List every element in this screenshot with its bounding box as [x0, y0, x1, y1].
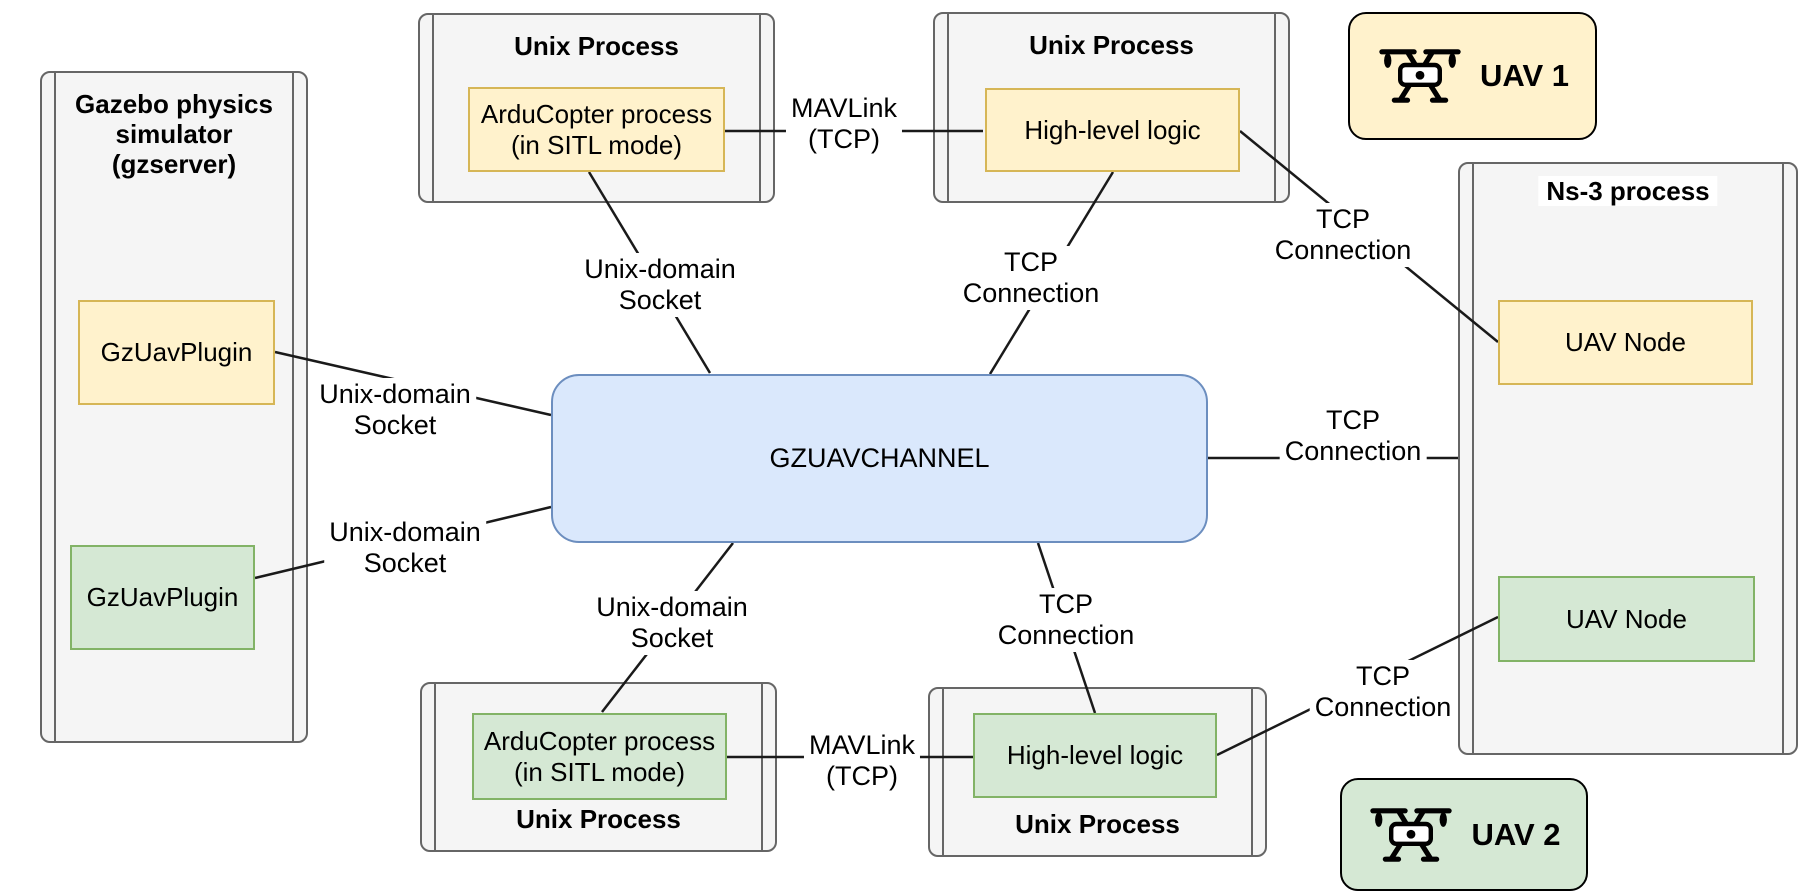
- edge-label-tcp-connection-1: TCP Connection: [957, 246, 1105, 310]
- edge-label-mavlink-tcp-top: MAVLink (TCP): [785, 92, 903, 156]
- container-title-unix-top-right: Unix Process: [1029, 30, 1194, 60]
- node-gzuavchannel-hub: GZUAVCHANNEL: [551, 374, 1208, 543]
- drone-icon: [1370, 807, 1453, 862]
- badge-uav-1: UAV 1: [1348, 12, 1597, 140]
- node-uav-node-2: UAV Node: [1498, 576, 1755, 662]
- edge-label-tcp-connection-2: TCP Connection: [1269, 203, 1417, 267]
- edge-label-unix-domain-socket-2: Unix-domain Socket: [314, 378, 476, 442]
- node-gzuavplugin-2: GzUavPlugin: [70, 545, 255, 650]
- container-title-ns3: Ns-3 process: [1538, 176, 1718, 206]
- node-arducopter-1: ArduCopter process (in SITL mode): [468, 87, 725, 172]
- container-title-unix-bottom-left: Unix Process: [516, 804, 681, 834]
- container-title-gazebo: Gazebo physics simulator (gzserver): [75, 89, 273, 179]
- container-title-unix-bottom-right: Unix Process: [1015, 809, 1180, 839]
- badge-uav-2: UAV 2: [1340, 778, 1588, 891]
- edge-label-mavlink-tcp-bottom: MAVLink (TCP): [803, 729, 921, 793]
- edge-label-tcp-connection-4: TCP Connection: [992, 588, 1140, 652]
- drone-icon: [1379, 49, 1461, 103]
- node-gzuavplugin-1: GzUavPlugin: [78, 300, 275, 405]
- edge-label-unix-domain-socket-3: Unix-domain Socket: [324, 516, 486, 580]
- node-high-level-logic-2: High-level logic: [973, 713, 1217, 798]
- edge-label-tcp-connection-5: TCP Connection: [1309, 660, 1457, 724]
- badge-uav-1-label: UAV 1: [1479, 58, 1569, 93]
- container-title-unix-top-left: Unix Process: [514, 31, 679, 61]
- node-high-level-logic-1: High-level logic: [985, 88, 1240, 172]
- node-uav-node-1: UAV Node: [1498, 300, 1753, 385]
- edge-label-unix-domain-socket-4: Unix-domain Socket: [591, 591, 753, 655]
- edge-label-tcp-connection-3: TCP Connection: [1279, 404, 1427, 468]
- node-arducopter-2: ArduCopter process (in SITL mode): [472, 713, 727, 800]
- badge-uav-2-label: UAV 2: [1471, 816, 1561, 852]
- edge-label-unix-domain-socket-1: Unix-domain Socket: [579, 253, 741, 317]
